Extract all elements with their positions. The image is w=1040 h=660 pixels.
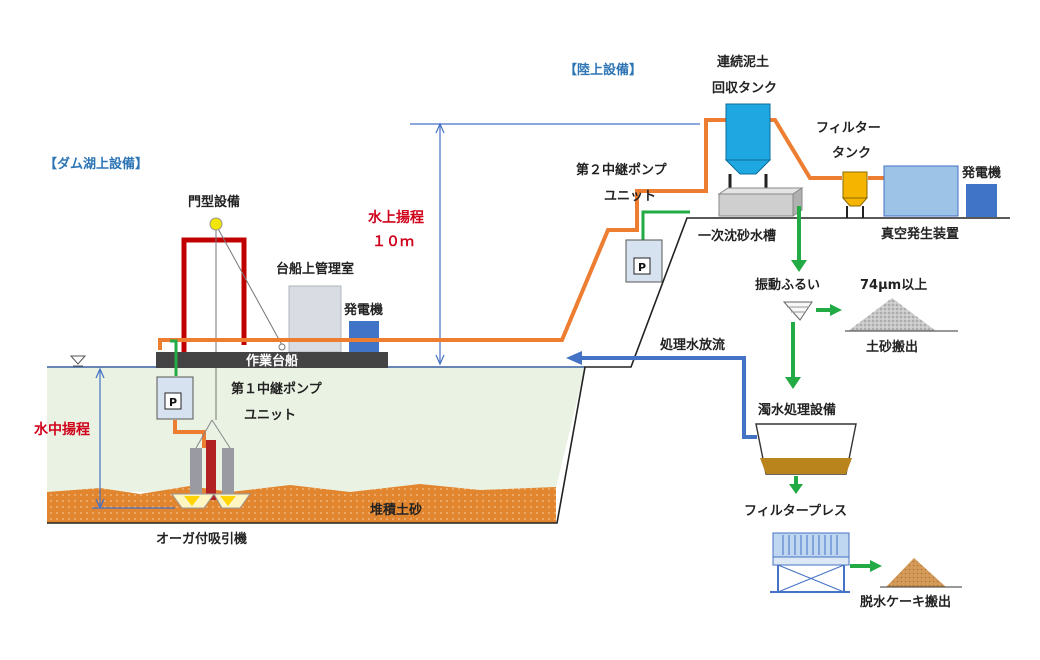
- label-primary-settling: 一次沈砂水槽: [698, 228, 776, 244]
- label-turbid-treatment: 濁水処理設備: [758, 402, 836, 418]
- auger-suction-machine: [171, 419, 251, 509]
- label-head-under: 水中揚程: [34, 421, 90, 438]
- vibrating-screen: [782, 301, 813, 321]
- slurry-pipes: [158, 118, 884, 448]
- label-pump1-line1: 第１中継ポンプ: [231, 381, 323, 397]
- pump-icon: [164, 392, 182, 410]
- heading-land: 【陸上設備】: [564, 62, 642, 78]
- left-arrow-icon: [580, 356, 757, 439]
- label-work-barge: 作業台船: [246, 353, 298, 369]
- gate-frame: [181, 217, 286, 420]
- work-barge: [156, 352, 388, 368]
- label-vacuum-unit: 真空発生装置: [881, 226, 959, 242]
- process-flow-arrows: [785, 206, 882, 572]
- label-over-74um: 74μm以上: [860, 278, 927, 293]
- soil-pile: [845, 298, 958, 332]
- filter-press: [770, 532, 850, 593]
- label-head-above-1: 水上揚程: [368, 209, 424, 226]
- label-pump1-line2: ユニット: [244, 408, 296, 423]
- label-generator-barge: 発電機: [343, 302, 383, 318]
- filter-tank: [841, 171, 869, 218]
- cake-pile: [880, 558, 962, 588]
- label-vibrating-screen: 振動ふるい: [755, 277, 820, 293]
- label-gate-frame: 門型設備: [188, 194, 240, 210]
- lake-bank-line: [47, 217, 1010, 524]
- svg-text:P: P: [169, 396, 177, 409]
- head-markers: [92, 122, 700, 510]
- label-continuous-tank-1: 連続泥土: [717, 54, 769, 70]
- svg-text:P: P: [638, 261, 646, 274]
- label-sediment: 堆積土砂: [370, 502, 422, 518]
- turbid-water-treatment: [755, 423, 857, 475]
- generator-barge-unit: [349, 321, 379, 352]
- label-auger: オーガ付吸引機: [156, 531, 247, 547]
- gate-pulley: [209, 217, 223, 231]
- label-pump2-line1: 第２中継ポンプ: [576, 162, 668, 178]
- label-filter-press: フィルタープレス: [744, 504, 847, 519]
- generator-land-unit: [966, 184, 997, 217]
- label-pump2-line2: ユニット: [604, 189, 656, 204]
- label-treated-water: 処理水放流: [659, 337, 725, 353]
- label-cake-out: 脱水ケーキ搬出: [860, 594, 951, 610]
- label-filter-tank-1: フィルター: [816, 121, 881, 136]
- pump-1-unit: P: [156, 376, 194, 420]
- label-generator-land: 発電機: [961, 165, 1001, 181]
- pump-icon: [633, 257, 651, 275]
- vacuum-generator: [883, 165, 959, 217]
- primary-settling-tank: [717, 187, 804, 217]
- suction-pipes: [170, 210, 690, 376]
- water-level-triangle-icon: [69, 355, 87, 367]
- pump-2-unit: P: [625, 239, 663, 283]
- label-head-above-2: １０ｍ: [372, 234, 414, 250]
- treated-water-line: [566, 351, 757, 439]
- heading-dam-lake: 【ダム湖上設備】: [44, 156, 148, 172]
- control-room: [288, 285, 342, 353]
- label-continuous-tank-2: 回収タンク: [712, 81, 777, 96]
- label-control-room: 台船上管理室: [276, 261, 354, 277]
- label-soil-out: 土砂搬出: [866, 339, 918, 355]
- label-filter-tank-2: タンク: [832, 146, 871, 161]
- continuous-mud-tank: [724, 103, 772, 188]
